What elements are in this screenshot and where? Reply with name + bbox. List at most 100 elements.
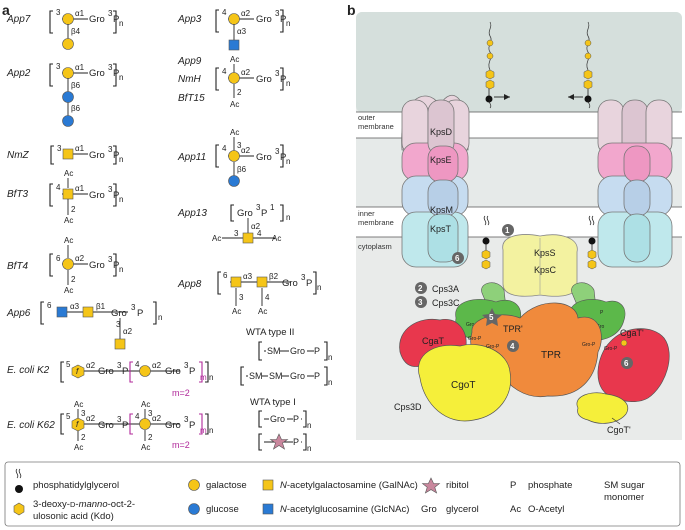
phosphate-symbol: P [510,480,516,491]
link-number: 2 [148,433,153,442]
wta-type-ii: WTA type II SM Gro P n SM SM Gro P n [240,327,332,387]
structure-app7: App7 3 α1 Gro 3 P n β4 [6,8,123,50]
link-label: α1 [75,184,85,193]
outer-membrane-label-l1: outer [358,113,376,122]
link-number: 4 [265,293,270,302]
link-label: α2 [241,9,251,18]
legend-label: monomer [604,492,644,503]
kdo-icon [587,249,597,260]
galactose-icon [62,13,74,25]
inner-membrane-label-l2: membrane [358,218,394,227]
m-equals: m=2 [172,440,190,450]
legend-label: N-acetylgalactosamine (GalNAc) [280,480,418,491]
kdo-icon [13,502,25,516]
link-number: 4 [135,412,140,421]
step-1-marker [502,224,514,236]
phosphate-label: P [113,68,119,79]
galactose-icon [228,72,240,84]
acetyl-label: Ac [64,216,73,225]
structure-app2: App2 3 α1 Gro 3 P n β6 β6 [6,62,123,127]
kdo-icon [481,249,491,260]
structure-name: NmH [178,74,202,85]
gro-label: Gro [89,68,105,79]
phosphate-label: P [189,366,195,377]
legend-glcnac: N-acetylglucosamine (GlcNAc) [262,503,409,515]
cgat-domains: CgaT CgaT' [399,318,670,402]
gro-label: Gro [270,414,285,424]
acetyl-symbol: Ac [510,504,521,515]
inner-membrane-label-l1: inner [358,209,375,218]
structure-app11: App11 Ac 3 4 α2 Gro 3 P n β6 [177,128,290,187]
step-2-marker [415,282,427,294]
step-markers: 1 2 3 4 5 6 6 [415,224,633,369]
link-number: 3 [117,361,122,370]
kpsc-label: KpsC [534,265,557,275]
galnac-icon [62,148,74,160]
tpr-label: TPR [541,350,561,361]
structure-name: BfT15 [178,93,205,104]
structure-app3: App3 4 α2 Gro 3 P n α3 [177,8,290,51]
link-label: α3 [243,272,253,281]
repeat-n: n [317,283,321,292]
legend-label: glucose [206,504,239,515]
step-4-marker [507,340,519,352]
link-number: 3 [117,415,122,424]
acetyl-label: Ac [232,307,241,316]
gro-p-label: Gro-P [486,344,500,350]
wta-type-i: WTA type I Gro P n P n [250,397,311,453]
link-number: 3 [275,147,280,156]
link-label: α2 [251,222,261,231]
legend-label: 3-deoxy-D-manno-oct-2- [33,499,135,510]
cgot-prime-label: CgoT' [607,425,631,435]
structure-ecoli-k62: E. coli K62 Ac 3 5 f α2 2 Ac Gro 3 P 4 A… [7,400,213,452]
link-number: 3 [131,303,136,312]
gro-label: Gro [89,14,105,25]
phosphate-label: P [113,14,119,25]
link-label: β6 [71,104,81,113]
legend-box [4,461,681,527]
link-number: 2 [81,433,86,442]
link-label: α3 [70,302,80,311]
legend-galnac: N-acetylgalactosamine (GalNAc) [262,479,418,491]
step-5-marker [482,308,502,326]
repeat-n: n [119,195,123,204]
galnac-icon [256,276,268,288]
gro-label: Gro [165,420,181,431]
acetyl-label: Ac [141,443,150,452]
link-label: α2 [241,68,251,77]
phosphate-label: P [113,190,119,201]
legend-kdo: 3-deoxy-D-manno-oct-2- ulosonic acid (Kd… [13,499,135,522]
phosphate-label: P [280,74,286,85]
structure-name: E. coli K62 [7,420,55,431]
galnac-icon [82,306,94,318]
furanose-label: f [76,367,79,376]
link-label: β1 [96,302,106,311]
sm-label: SM [269,371,283,381]
link-number: 2 [71,275,76,284]
galnac-icon [114,338,126,350]
phosphate-label: P [280,152,286,163]
acetyl-label: Ac [272,234,281,243]
structure-name: NmZ [7,150,30,161]
phosphate-label: P [293,414,299,424]
legend-glucose: glucose [188,503,239,515]
structure-name: App8 [177,279,202,290]
galactose-icon [62,258,74,270]
cytoplasm-label: cytoplasm [358,242,392,251]
structure-app8: App8 6 α3 β2 Gro 3 P n 3 4 Ac Ac [177,271,321,316]
repeat-n: n [328,378,332,387]
link-number: 3 [56,62,61,71]
acetyl-label: Ac [74,400,83,409]
gro-label: Gro [89,150,105,161]
repeat-n: n [158,313,162,322]
repeat-n: n [307,444,311,453]
repeat-n: n [286,79,290,88]
link-number: 1 [270,203,275,212]
step-3-marker [415,296,427,308]
phosphate-label: P [189,420,195,431]
legend: phosphatidylglycerol 3-deoxy-D-manno-oct… [4,461,681,527]
link-number: 4 [56,183,61,192]
acetyl-label: Ac [64,169,73,178]
kdo-icon [71,364,85,379]
